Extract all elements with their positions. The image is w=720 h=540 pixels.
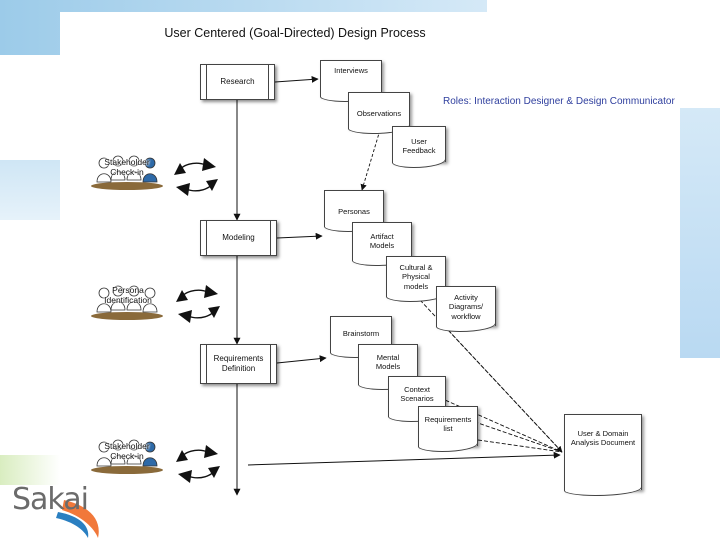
logo-icon bbox=[56, 500, 99, 538]
doc-personas: Personas bbox=[324, 190, 384, 232]
doc-artifact-models: Artifact Models bbox=[352, 222, 412, 266]
background-band-left bbox=[0, 160, 60, 220]
label-stakeholder-checkin-2: Stakeholder Check-in bbox=[104, 441, 150, 461]
doc-user-domain-analysis: User & Domain Analysis Document bbox=[564, 414, 642, 496]
doc-context-scenarios: Context Scenarios bbox=[388, 376, 446, 422]
cycle-arrows-icon bbox=[175, 444, 221, 484]
stakeholder-group-1 bbox=[91, 155, 163, 190]
background-band-green bbox=[0, 455, 60, 485]
phase-modeling: Modeling bbox=[200, 220, 277, 256]
phase-requirements-definition: Requirements Definition bbox=[200, 344, 277, 384]
doc-requirements-list: Requirements list bbox=[418, 406, 478, 452]
sakai-logo-text: Sakai bbox=[12, 482, 89, 517]
dashed-arrow-feedback-personas bbox=[360, 129, 381, 191]
stakeholder-group-2 bbox=[91, 439, 163, 474]
doc-activity-diagrams: Activity Diagrams/ workflow bbox=[436, 286, 496, 332]
phase-research: Research bbox=[200, 64, 275, 100]
cycle-arrows-icon bbox=[175, 284, 221, 324]
arrow-research-interviews bbox=[274, 75, 319, 83]
arrow-stakeholder-output bbox=[247, 451, 561, 466]
label-stakeholder-checkin-1: Stakeholder Check-in bbox=[104, 157, 150, 177]
doc-cultural-physical-models: Cultural & Physical models bbox=[386, 256, 446, 302]
dashed-cultural-output bbox=[419, 299, 563, 453]
arrow-requirements-brainstorm bbox=[276, 355, 327, 364]
persona-group bbox=[91, 285, 163, 320]
label-persona-identification: Persona Identification bbox=[104, 285, 152, 305]
diagram-title: User Centered (Goal-Directed) Design Pro… bbox=[164, 26, 426, 40]
arrow-modeling-personas bbox=[276, 232, 323, 240]
doc-observations: Observations bbox=[348, 92, 410, 134]
dashed-requirements-output bbox=[477, 439, 563, 453]
doc-user-feedback: User Feedback bbox=[392, 126, 446, 168]
roles-note: Roles: Interaction Designer & Design Com… bbox=[443, 96, 675, 107]
cycle-arrows-icon bbox=[173, 157, 219, 197]
background-band-right bbox=[680, 108, 720, 358]
doc-interviews: Interviews bbox=[320, 60, 382, 102]
